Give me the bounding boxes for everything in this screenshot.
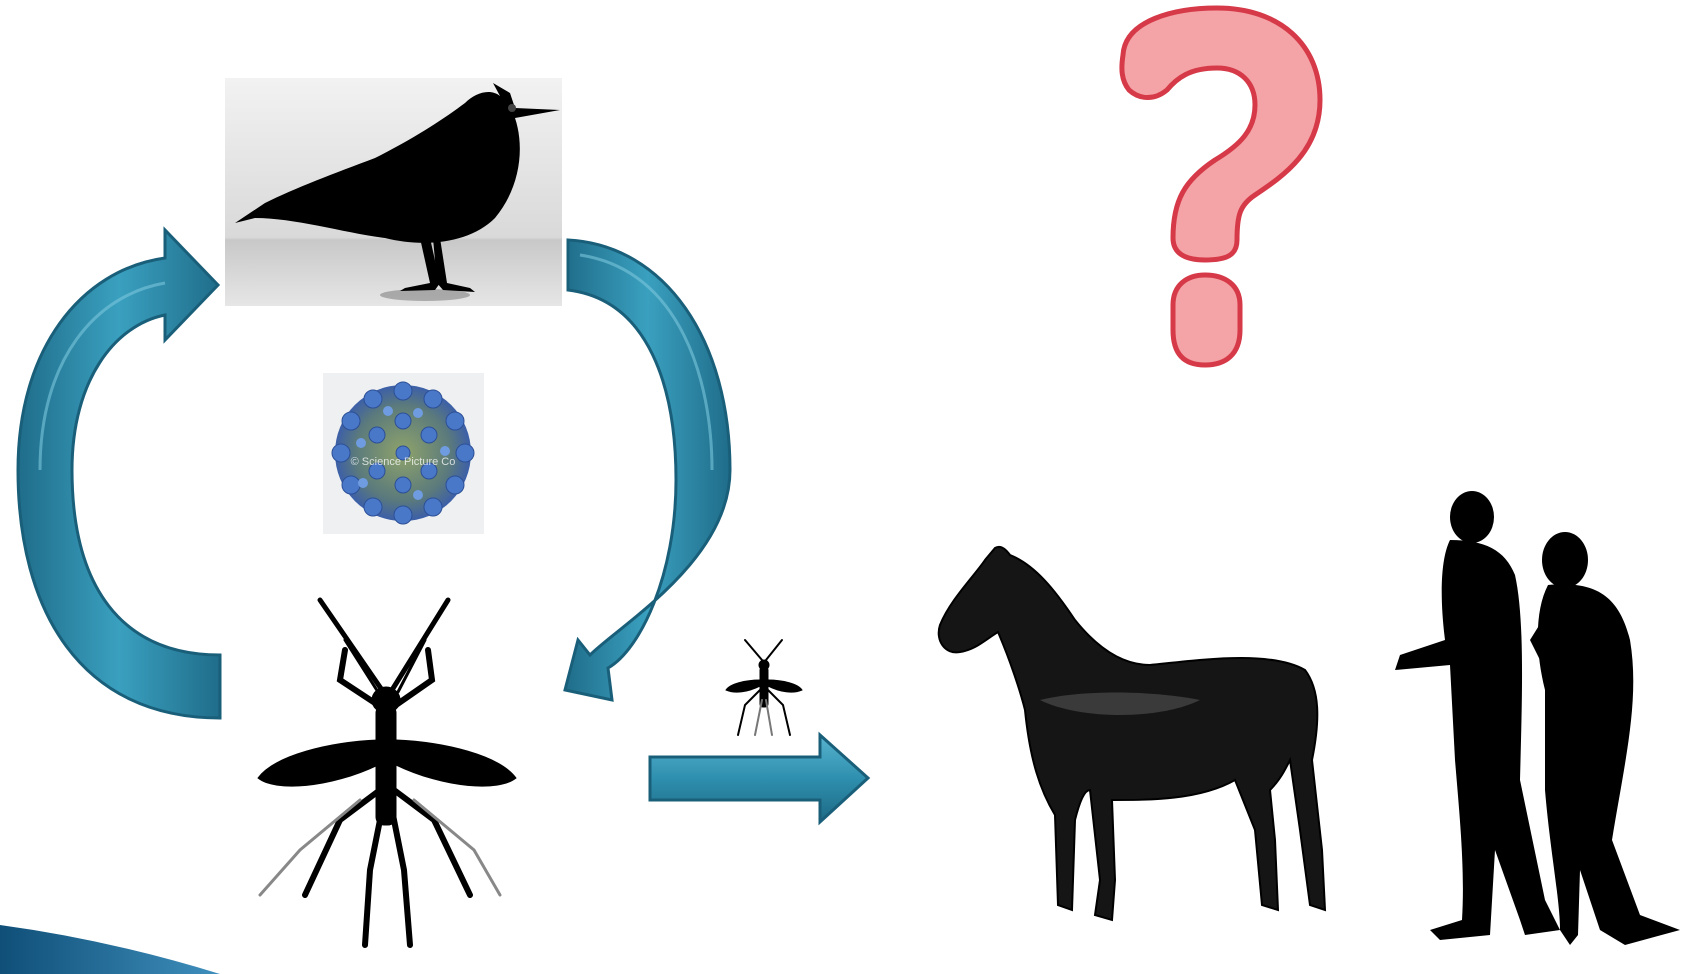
arrow-spillover [650,735,868,822]
arrow-bird-to-mosquito [565,240,730,700]
question-mark-icon [1105,0,1335,380]
question-mark-glyph [1122,8,1320,365]
bird-image [225,78,562,306]
corner-decoration [0,925,220,974]
mosquito-large-icon [258,600,516,945]
mosquito-small-icon [726,640,802,735]
horse-icon [939,547,1325,920]
people-icon [1395,491,1680,945]
arrow-mosquito-to-bird [18,230,220,718]
virus-image [323,373,484,534]
